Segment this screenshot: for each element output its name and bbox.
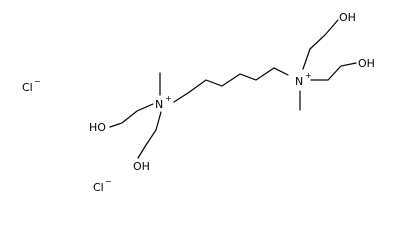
hydroxyl-bottom: OH: [133, 160, 150, 173]
chemical-structure-diagram: Cl − Cl − N + N + OH HO OH OH: [22, 11, 375, 194]
chloride-charge-top: −: [34, 77, 41, 86]
chloride-ion-bottom: Cl: [93, 181, 104, 194]
hydroxyl-right: OH: [358, 57, 375, 70]
nitrogen-left: N: [155, 98, 163, 111]
nitrogen-left-charge: +: [165, 94, 172, 103]
hydroxyl-top: OH: [339, 11, 356, 24]
chloride-ion-top: Cl: [22, 81, 33, 94]
nitrogen-right-charge: +: [305, 71, 312, 80]
hydroxyl-left: HO: [89, 121, 106, 134]
chloride-charge-bottom: −: [105, 177, 112, 186]
hexamethylene-chain: [187, 67, 289, 94]
right-upper-hydroxyethyl: [302, 19, 339, 70]
bond-left-n-chain: [173, 92, 189, 103]
nitrogen-right: N: [295, 75, 303, 88]
left-lower-hydroxyethyl: [137, 111, 162, 159]
right-side-hydroxyethyl: [310, 62, 357, 81]
left-hydroxyethyl: [109, 103, 154, 128]
